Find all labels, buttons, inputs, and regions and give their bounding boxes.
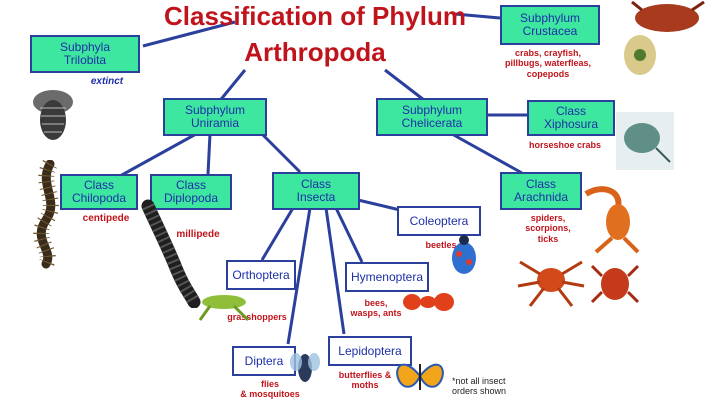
node-chelicerata-line2: Chelicerata <box>401 116 463 130</box>
note-diplopoda: millipede <box>176 229 220 240</box>
node-insecta-line1: Class <box>300 177 331 192</box>
connector-title-crustacea <box>454 12 501 20</box>
node-xiphosura: Class Xiphosura <box>527 100 615 136</box>
crustacean-image <box>624 0 705 75</box>
node-chilopoda-line2: Chilopoda <box>71 191 127 205</box>
node-diptera-line1: Diptera <box>244 353 284 368</box>
note-chilopoda: centipede <box>82 213 130 224</box>
node-diplopoda-line1: Class <box>175 178 206 193</box>
connector-insecta-hymenoptera <box>334 207 364 263</box>
scorpion-image <box>584 186 640 254</box>
note-hymenoptera: bees, wasps, ants <box>350 298 402 319</box>
connector-title-chelicerata <box>384 68 425 102</box>
connector-uniramia-chilopoda <box>119 132 197 178</box>
grasshopper-image <box>198 295 250 322</box>
node-coleoptera-line1: Coleoptera <box>409 213 469 228</box>
node-chelicerata: Subphylum Chelicerata <box>376 98 488 136</box>
note-trilobita: extinct <box>90 76 124 87</box>
node-xiphosura-line2: Xiphosura <box>543 117 599 131</box>
spider-image <box>517 260 585 307</box>
butterfly-image <box>396 363 444 390</box>
connector-insecta-coleoptera <box>357 198 401 212</box>
node-lepidoptera: Lepidoptera <box>328 336 412 366</box>
node-diplopoda-line2: Diplopoda <box>163 191 219 205</box>
connector-title-uniramia <box>216 69 247 104</box>
node-hymenoptera-line1: Hymenoptera <box>350 269 424 284</box>
title-line-2: Arthropoda <box>244 37 386 67</box>
connector-uniramia-diplopoda <box>206 133 212 175</box>
node-hymenoptera: Hymenoptera <box>345 262 429 292</box>
horseshoe-crab-image <box>616 112 674 170</box>
tick-image <box>590 264 640 304</box>
node-arachnida: Class Arachnida <box>500 172 582 210</box>
node-arachnida-line2: Arachnida <box>513 190 569 204</box>
note-crustacea: crabs, crayfish, pillbugs, waterfleas, c… <box>504 48 592 79</box>
ant-image <box>403 293 454 311</box>
note-lepidoptera: butterflies & moths <box>338 370 392 391</box>
node-chelicerata-line1: Subphylum <box>401 103 463 118</box>
note-orthoptera: grasshoppers <box>227 312 287 322</box>
node-chilopoda-line1: Class <box>83 178 114 193</box>
node-xiphosura-line1: Class <box>555 104 586 119</box>
node-uniramia-line1: Subphylum <box>184 103 246 118</box>
connector-insecta-diptera <box>286 207 312 345</box>
node-trilobita-line2: Trilobita <box>63 53 107 67</box>
node-insecta: Class Insecta <box>272 172 360 210</box>
node-trilobita-line1: Subphyla <box>59 40 111 55</box>
node-lepidoptera-line1: Lepidoptera <box>338 343 402 358</box>
connector-uniramia-insecta <box>260 132 302 174</box>
node-trilobita: Subphyla Trilobita <box>30 35 140 73</box>
footnote: *not all insect orders shown <box>452 376 507 397</box>
node-arachnida-line1: Class <box>525 177 556 192</box>
node-chilopoda: Class Chilopoda <box>60 174 138 210</box>
note-diptera: flies & mosquitoes <box>240 379 300 400</box>
connector-insecta-lepidoptera <box>324 207 346 335</box>
trilobite-image <box>33 90 73 140</box>
note-coleoptera: beetles <box>425 240 457 250</box>
node-crustacea-line1: Subphylum <box>519 11 581 26</box>
title-line-1: Classification of Phylum <box>164 1 466 31</box>
node-diptera: Diptera <box>232 346 296 376</box>
fly-image <box>290 353 320 382</box>
node-crustacea-line2: Crustacea <box>522 24 578 38</box>
node-insecta-line2: Insecta <box>296 190 336 204</box>
node-orthoptera: Orthoptera <box>226 260 296 290</box>
centipede-image <box>33 160 59 269</box>
node-diplopoda: Class Diplopoda <box>150 174 232 210</box>
connector-chelicerata-arachnida <box>451 132 523 175</box>
node-orthoptera-line1: Orthoptera <box>232 267 290 282</box>
node-coleoptera: Coleoptera <box>397 206 481 236</box>
note-arachnida: spiders, scorpions, ticks <box>525 213 571 244</box>
connector-title-trilobita <box>142 20 236 48</box>
node-uniramia-line2: Uniramia <box>190 116 239 130</box>
node-uniramia: Subphylum Uniramia <box>163 98 267 136</box>
millipede-image <box>141 199 201 308</box>
page-title: Classification of Phylum Arthropoda <box>120 3 510 65</box>
note-xiphosura: horseshoe crabs <box>528 140 602 150</box>
connector-insecta-orthoptera <box>260 207 295 261</box>
node-crustacea: Subphylum Crustacea <box>500 5 600 45</box>
beetle-image <box>452 235 476 274</box>
